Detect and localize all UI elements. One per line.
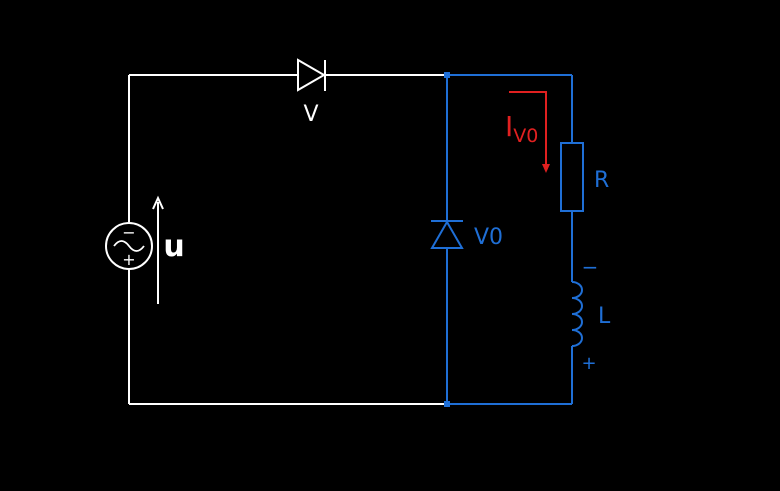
load-loop — [446, 74, 573, 405]
ac-source: − + — [105, 222, 153, 270]
diode-v-label: V — [303, 102, 318, 127]
junction-bottom — [444, 401, 450, 407]
voltage-arrow-u — [152, 195, 164, 304]
source-loop — [128, 74, 447, 405]
diode-v — [297, 58, 327, 92]
diode-v0-triangle — [430, 219, 464, 249]
current-label-sub: V0 — [513, 125, 538, 147]
inductor-plus: + — [581, 353, 596, 374]
ac-source-minus: − — [122, 223, 135, 242]
diode-v0 — [430, 219, 464, 249]
arrow-up-icon — [152, 195, 164, 210]
ac-source-plus: + — [122, 250, 135, 269]
source-voltage-label: u — [163, 229, 184, 264]
ac-source-circle — [105, 222, 153, 270]
resistor-label: R — [594, 168, 609, 193]
inductor-label: L — [598, 304, 611, 329]
current-arrow-iv0 — [509, 91, 550, 173]
current-label-main: I — [505, 110, 513, 143]
resistor-r — [560, 142, 584, 212]
inductor-minus: − — [582, 255, 599, 279]
junction-top — [444, 72, 450, 78]
sine-wave-icon — [113, 240, 145, 252]
arrow-down-icon — [542, 164, 550, 173]
diode-v0-label: V0 — [474, 225, 503, 250]
inductor-l — [571, 281, 583, 347]
diode-v-triangle — [297, 58, 327, 92]
current-label: IV0 — [505, 110, 538, 147]
